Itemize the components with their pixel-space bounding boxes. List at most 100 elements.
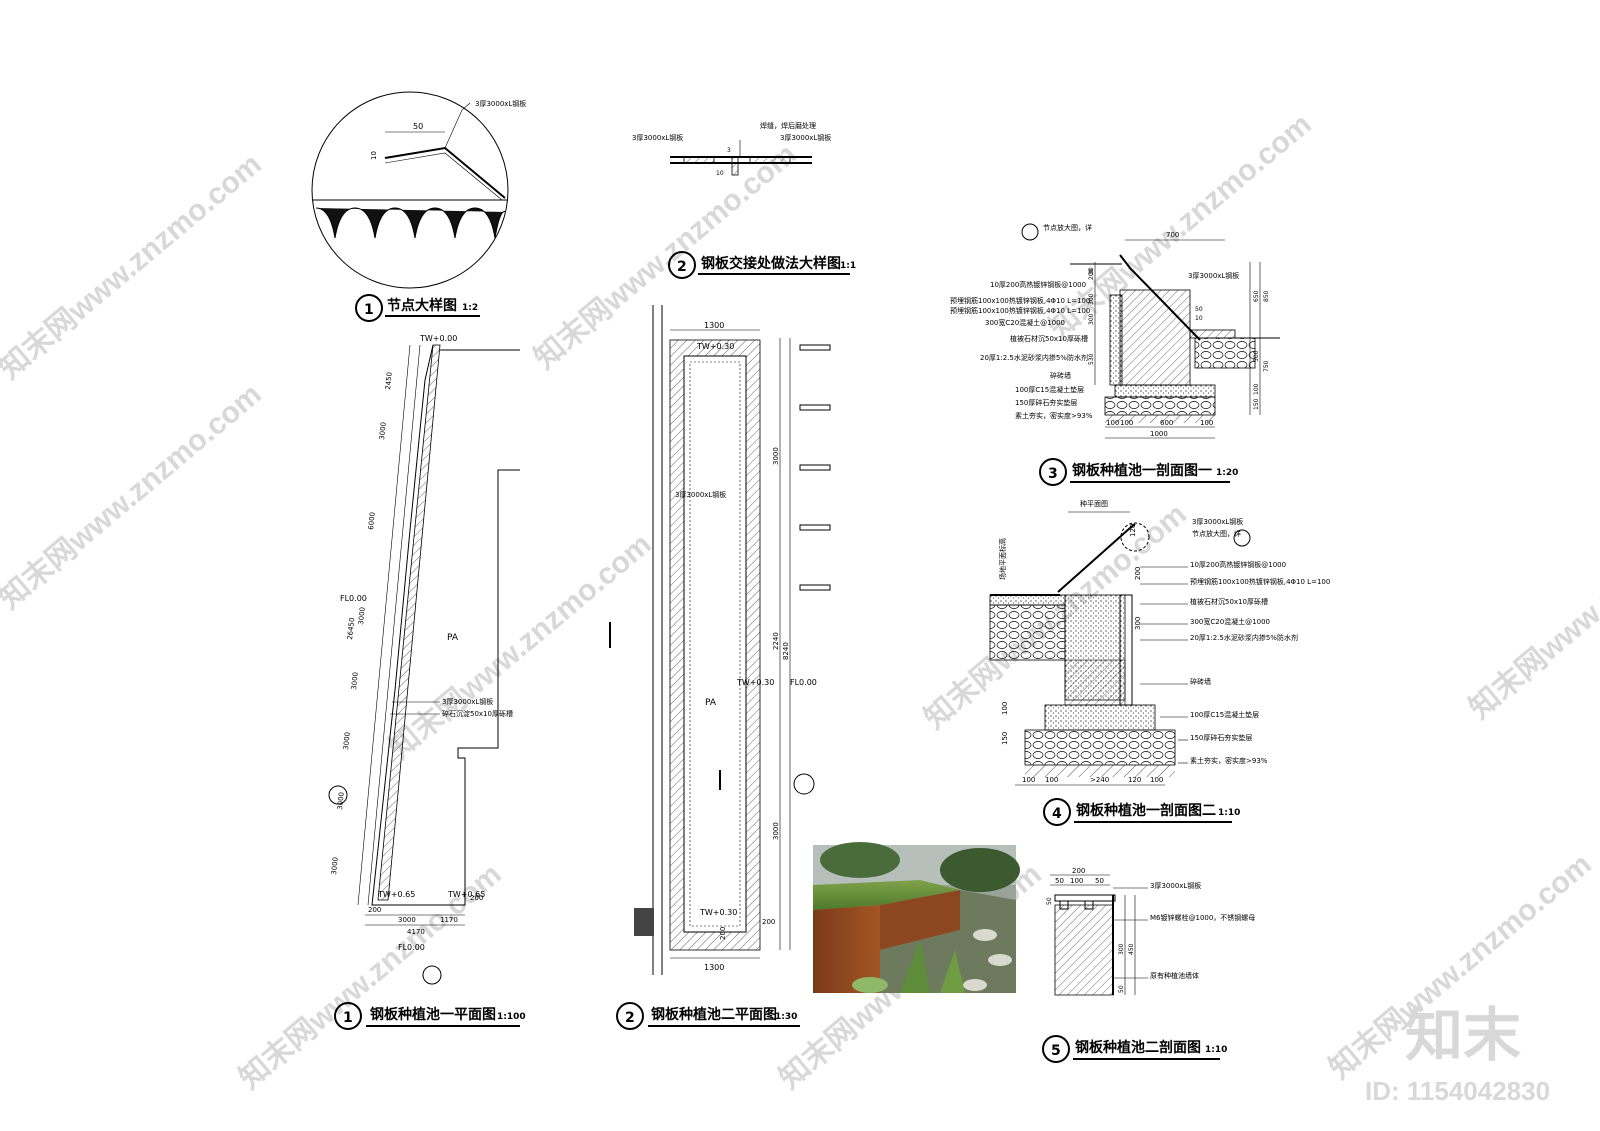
dim: 200 — [1072, 867, 1085, 875]
dim: 150 — [1253, 398, 1260, 410]
title-scale: 1:20 — [1216, 468, 1238, 478]
dim: 30 — [1088, 267, 1095, 275]
title-number: 2 — [677, 259, 687, 275]
top-label: 种平面图 — [1080, 499, 1108, 508]
bolt-label: M6镀锌螺栓@1000，不锈钢螺母 — [1150, 913, 1255, 922]
area-label: PA — [705, 698, 717, 708]
title-number: 3 — [1048, 466, 1058, 482]
layer-label: 100厚C15混凝土垫层 — [1190, 710, 1259, 719]
side-label: 场地平面标高 — [998, 538, 1007, 580]
title-label: 钢板种植池二平面图 — [651, 1006, 777, 1023]
area-label: PA — [447, 633, 459, 643]
dim: 120 — [1129, 524, 1137, 537]
dim: 100 — [1001, 702, 1009, 715]
dim: 1300 — [704, 321, 724, 330]
dim: 3000 — [336, 792, 346, 811]
plate-label: 3厚3000xL钢板 — [475, 99, 526, 108]
title-plan-2: 2 钢板种植池二平面图 1:30 — [616, 1002, 800, 1030]
watermark-text: 知末网www.znzmo.com — [383, 528, 657, 766]
layer-label: 预埋钢筋100x100热镀锌钢板,4Φ10 L=100 — [950, 306, 1090, 315]
dim: 1170 — [440, 916, 458, 924]
dim: 50 — [1095, 877, 1104, 885]
title-number: 5 — [1051, 1043, 1061, 1059]
dim-50: 50 — [413, 122, 423, 131]
elevation-fl: FL0.00 — [790, 678, 817, 687]
elevation-tw: TW+0.30 — [699, 908, 737, 917]
dim: 200 — [1134, 567, 1142, 580]
dim: 750 — [1263, 360, 1270, 372]
dim: 100 — [1022, 776, 1035, 784]
layer-label: 300宽C20混凝土@1000 — [985, 318, 1065, 327]
title-number: 1 — [364, 302, 374, 318]
elevation-tw: TW+0.65 — [447, 890, 485, 899]
dim: 300 — [1088, 293, 1095, 305]
title-section-3: 5 钢板种植池二剖面图 1:10 — [1042, 1035, 1227, 1063]
section-2: 种平面图 3厚3000xL钢板 节点放大图，详 场地平面标高 10厚200高热镀… — [989, 499, 1330, 786]
title-label: 钢板种植池一剖面图一 — [1072, 462, 1212, 479]
dim: 200 — [470, 894, 483, 902]
dim: 100 — [1045, 776, 1058, 784]
dim: >240 — [1090, 776, 1109, 784]
dim-total: 26450 — [346, 617, 356, 640]
weld-label: 焊缝，焊后磨处理 — [760, 121, 816, 130]
dim: 200 — [368, 906, 381, 914]
dim-700: 700 — [1166, 231, 1179, 239]
title-node-detail: 1 节点大样图 1:2 — [355, 294, 480, 322]
dim-total: 1000 — [1150, 430, 1168, 438]
layer-label: 碎砖墙 — [1190, 677, 1211, 686]
stone-label: 碎石沉淀50x10厚砾槽 — [442, 709, 513, 718]
dim: 3000 — [350, 672, 360, 691]
layer-label: 素土夯实，密实度>93% — [1190, 756, 1268, 765]
layer-label: 10厚200高热镀锌钢板@1000 — [990, 280, 1086, 289]
dim: 2240 — [772, 632, 780, 650]
dim: 300 — [1088, 313, 1095, 325]
dim: 200 — [762, 918, 775, 926]
dim: 100 — [1120, 419, 1133, 427]
node-detail-circle: 50 10 3厚3000xL钢板 — [311, 91, 526, 289]
dim: 50 — [1046, 897, 1053, 905]
node-tag: 节点放大图，详 — [1043, 223, 1092, 232]
title-scale: 1:1 — [840, 261, 856, 271]
title-label: 节点大样图 — [387, 297, 457, 314]
image-id: ID: 1154042830 — [1365, 1076, 1550, 1106]
title-number: 1 — [343, 1010, 353, 1026]
dim: 200 — [719, 927, 727, 940]
plate-label: 3厚3000xL钢板 — [442, 697, 493, 706]
elevation-fl: FL0.00 — [340, 594, 367, 603]
dim: 3000 — [378, 422, 388, 441]
layer-label: 20厚1:2.5水泥砂浆内掺5%防水剂 — [980, 353, 1088, 362]
layer-label: 素土夯实，密实度>93% — [1015, 411, 1093, 420]
dim: 10 — [1195, 315, 1203, 322]
layer-label: 预埋钢筋100x100热镀锌钢板,4Φ10 L=100 — [950, 296, 1090, 305]
brand-logo-text: 知末 — [1405, 1003, 1521, 1068]
joint-detail: 3厚3000xL钢板 焊缝，焊后磨处理 3厚3000xL钢板 10 3 — [632, 121, 831, 177]
dim: 200 — [1088, 268, 1095, 280]
dim: 50 — [1195, 306, 1203, 313]
brand-watermark: 知末 ID: 1154042830 — [1365, 1003, 1550, 1106]
title-label: 钢板种植池一剖面图二 — [1076, 802, 1216, 819]
elevation-tw: TW+0.00 — [419, 334, 457, 343]
dim: 1300 — [704, 963, 724, 972]
planter-plan-2: 1300 1300 TW+0.30 TW+0.30 TW+0.30 FL0.00… — [609, 305, 831, 975]
dim: 530 — [1088, 353, 1095, 365]
layer-label: 100厚C15混凝土垫层 — [1015, 385, 1084, 394]
elevation-tw: TW+0.30 — [736, 678, 774, 687]
title-joint-detail: 2 钢板交接处做法大样图 1:1 — [668, 251, 856, 279]
watermark-text: 知末网www.znzmo.com — [0, 148, 268, 386]
dim: 650 — [1253, 290, 1260, 302]
plate-label: 3厚3000xL钢板 — [1188, 271, 1239, 280]
title-scale: 1:2 — [462, 303, 478, 313]
title-label: 钢板种植池二剖面图 — [1075, 1039, 1201, 1056]
planter-plan-1: TW+0.00 FL0.00 PA TW+0.65 TW+0.65 2450 3… — [328, 334, 520, 985]
dim: 120 — [1128, 776, 1141, 784]
dim: 150 — [1001, 732, 1009, 745]
dim: 50 — [1055, 877, 1064, 885]
layer-label: 10厚200高热镀锌钢板@1000 — [1190, 560, 1286, 569]
watermark-text: 知末网www.znzmo.com — [1463, 488, 1600, 726]
dim: 100 — [1150, 776, 1163, 784]
dim-10: 10 — [370, 151, 378, 160]
elevation-tw: TW+0.65 — [377, 890, 415, 899]
dim: 300 — [1118, 943, 1125, 955]
title-label: 钢板种植池一平面图 — [370, 1006, 496, 1023]
